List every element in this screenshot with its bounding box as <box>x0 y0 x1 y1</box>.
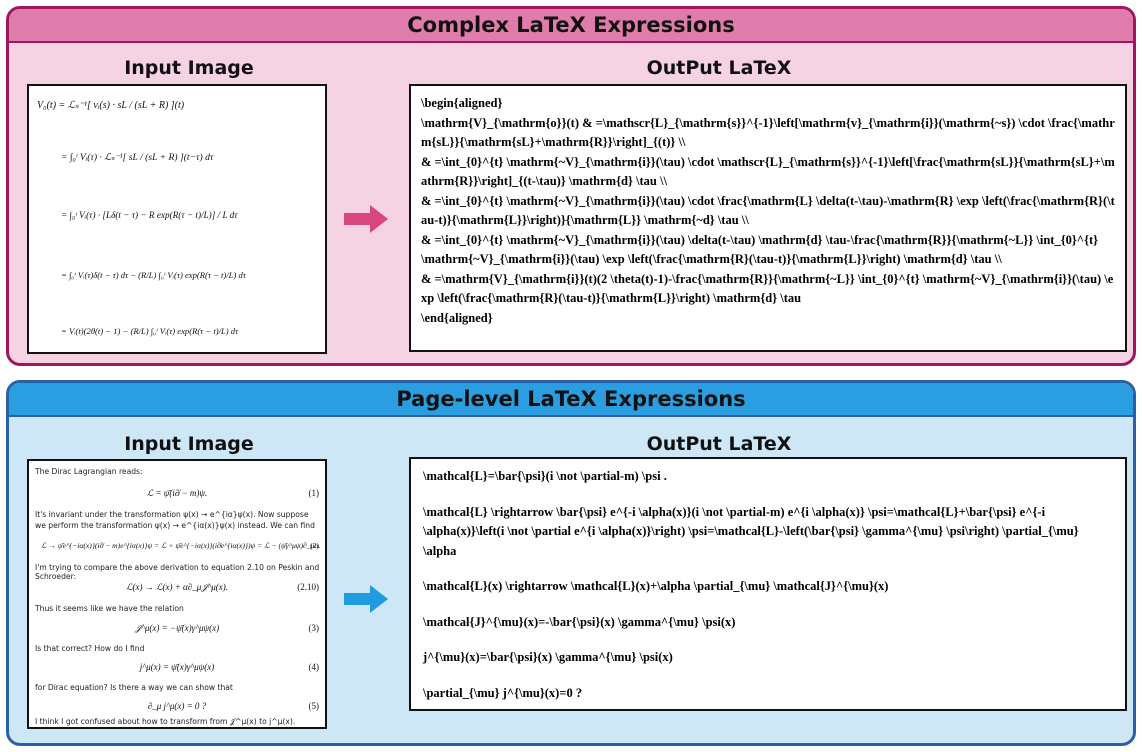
doc-equation-2-number: (2) <box>310 541 319 550</box>
doc-equation-4-text: 𝒥^μ(x) = −ψ̄(x)γ^μψ(x) <box>134 623 220 633</box>
doc-equation-5: j^μ(x) = ψ̄(x)γ^μψ(x) (4) <box>29 662 325 672</box>
doc-text-4: Thus it seems like we have the relation <box>35 604 184 613</box>
arrow-shape-2 <box>344 585 388 613</box>
right-arrow-icon <box>344 205 388 233</box>
doc-equation-5-text: j^μ(x) = ψ̄(x)γ^μψ(x) <box>139 662 215 672</box>
equation-line-3: = ∫₀ᵗ Vᵢ(τ) · [Lδ(t − τ) − R exp(R(τ − t… <box>61 210 238 220</box>
doc-equation-4: 𝒥^μ(x) = −ψ̄(x)γ^μψ(x) (3) <box>29 623 325 634</box>
page-level-latex-panel: Page-level LaTeX Expressions Input Image… <box>6 380 1136 746</box>
output-latex-box: \begin{aligned} \mathrm{V}_{\mathrm{o}}(… <box>409 84 1127 352</box>
output-latex-label: OutPut LaTeX <box>646 57 792 79</box>
doc-equation-3-number: (2.10) <box>297 582 319 592</box>
doc-equation-6-text: ∂_μ j^μ(x) = 0 ? <box>147 701 207 711</box>
complex-latex-panel: Complex LaTeX Expressions Input Image Ou… <box>6 6 1136 366</box>
input-image-label: Input Image <box>124 57 254 79</box>
input-image-label-2: Input Image <box>124 433 254 455</box>
output-latex-line-1: \mathcal{L}=\bar{\psi}(i \not \partial-m… <box>423 469 667 483</box>
input-equation-image: V₀(t) = ℒₛ⁻¹[ vᵢ(s) · sL / (sL + R) ](t)… <box>27 84 327 354</box>
page-level-latex-title: Page-level LaTeX Expressions <box>9 383 1133 417</box>
output-latex-box-2: \mathcal{L}=\bar{\psi}(i \not \partial-m… <box>409 457 1127 711</box>
equation-line-1: V₀(t) = ℒₛ⁻¹[ vᵢ(s) · sL / (sL + R) ](t) <box>37 100 185 111</box>
input-document-image: The Dirac Lagrangian reads: ℒ = ψ̄(i∂̸ −… <box>27 459 327 729</box>
output-latex-line-4: \mathcal{J}^{\mu}(x)=-\bar{\psi}(x) \gam… <box>423 614 736 629</box>
output-latex-line-6: \partial_{\mu} j^{\mu}(x)=0 ? <box>423 685 583 700</box>
doc-text-3: I'm trying to compare the above derivati… <box>35 563 320 581</box>
output-latex-text: \begin{aligned} \mathrm{V}_{\mathrm{o}}(… <box>421 96 1115 325</box>
doc-text-7: I think I got confused about how to tran… <box>35 717 296 726</box>
doc-equation-4-number: (3) <box>308 623 320 633</box>
doc-equation-3-text: ℒ(x) → ℒ(x) + α∂_μ𝒥^μ(x). <box>126 582 228 592</box>
output-latex-line-3: \mathcal{L}(x) \rightarrow \mathcal{L}(x… <box>423 579 889 593</box>
complex-latex-title: Complex LaTeX Expressions <box>9 9 1133 43</box>
output-latex-line-2: \mathcal{L} \rightarrow \bar{\psi} e^{-i… <box>423 504 1082 558</box>
arrow-shape <box>344 205 388 233</box>
doc-equation-2: ℒ → ψ̄e^{−iα(x)}(i∂̸ − m)e^{iα(x)}ψ = ℒ … <box>41 541 325 550</box>
doc-equation-3: ℒ(x) → ℒ(x) + α∂_μ𝒥^μ(x). (2.10) <box>29 582 325 593</box>
equation-line-5: = Vᵢ(t)(2θ(t) − 1) − (R/L) ∫₀ᵗ Vᵢ(τ) exp… <box>61 326 239 336</box>
right-arrow-icon-2 <box>344 585 388 613</box>
doc-equation-1: ℒ = ψ̄(i∂̸ − m)ψ. (1) <box>29 488 325 499</box>
equation-line-2: = ∫₀ᵗ Vᵢ(τ) · ℒₛ⁻¹[ sL / (sL + R) ](t−τ)… <box>61 152 214 163</box>
doc-equation-6: ∂_μ j^μ(x) = 0 ? (5) <box>29 701 325 711</box>
output-latex-label-2: OutPut LaTeX <box>646 433 792 455</box>
doc-equation-1-number: (1) <box>308 488 320 498</box>
doc-equation-5-number: (4) <box>308 662 320 672</box>
equation-line-4: = ∫₀ᵗ Vᵢ(τ)δ(t − τ) dτ − (R/L) ∫₀ᵗ Vᵢ(τ)… <box>61 270 246 280</box>
doc-equation-6-number: (5) <box>308 701 320 711</box>
doc-text-1: The Dirac Lagrangian reads: <box>35 467 143 476</box>
doc-equation-2-text: ℒ → ψ̄e^{−iα(x)}(i∂̸ − m)e^{iα(x)}ψ = ℒ … <box>41 541 321 550</box>
doc-text-5: Is that correct? How do I find <box>35 644 145 653</box>
doc-equation-1-text: ℒ = ψ̄(i∂̸ − m)ψ. <box>146 488 208 498</box>
output-latex-line-5: j^{\mu}(x)=\bar{\psi}(x) \gamma^{\mu} \p… <box>423 650 673 664</box>
doc-text-6: for Dirac equation? Is there a way we ca… <box>35 683 233 692</box>
doc-text-2: It's invariant under the transformation … <box>35 510 315 530</box>
